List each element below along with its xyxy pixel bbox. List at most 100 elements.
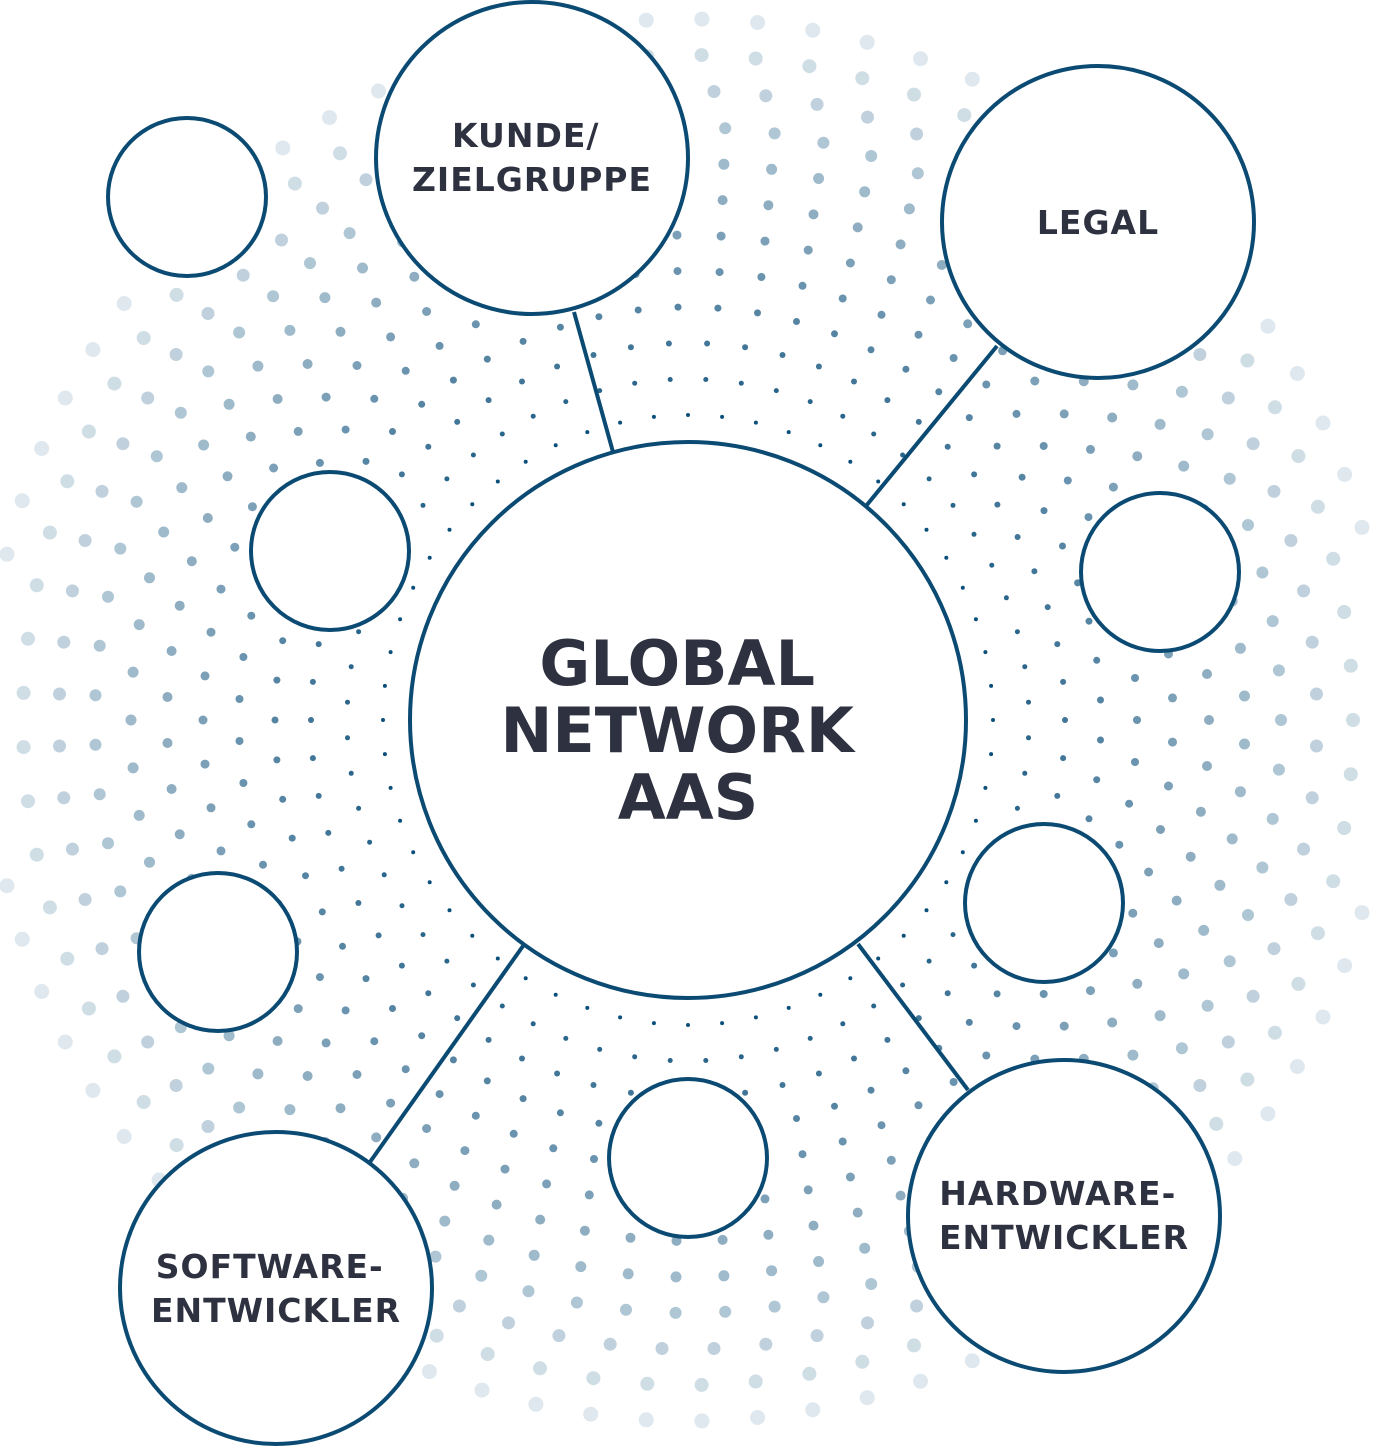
decorative-dot [944,555,949,560]
decorative-dot [495,479,500,484]
decorative-dot [57,390,73,406]
decorative-dot [763,1229,774,1240]
decorative-dot [475,1269,488,1282]
decorative-dot [1209,1116,1224,1131]
decorative-dot [944,990,951,997]
decorative-dot [910,1299,924,1313]
decorative-dot [867,346,875,354]
decorative-dot [1291,976,1306,991]
decorative-dot [1310,499,1325,514]
decorative-dot [522,1285,535,1298]
decorative-dot [1022,770,1028,776]
decorative-dot [993,990,1001,998]
decorative-dot [1234,786,1246,798]
decorative-dot [876,479,881,484]
decorative-dot [1326,874,1341,889]
decorative-dot [371,1132,382,1143]
decorative-dot [595,313,603,321]
decorative-dot [964,1353,980,1369]
decorative-dot [886,275,896,285]
decorative-dot [348,770,354,776]
decorative-dot [1164,781,1173,791]
decorative-dot [304,257,316,270]
decorative-dot [1256,861,1269,874]
decorative-dot [651,414,656,419]
decorative-dot [805,1402,821,1418]
decorative-dot [793,1115,800,1122]
decorative-dot [114,885,127,898]
decorative-dot [1074,579,1082,587]
decorative-dot [95,942,109,956]
decorative-dot [81,1001,96,1016]
empty-node [106,116,268,278]
legal-label: LEGAL [1037,203,1159,242]
decorative-dot [1223,955,1236,968]
decorative-dot [1289,1059,1305,1074]
decorative-dot [316,201,329,215]
decorative-dot [422,307,432,316]
decorative-dot [176,482,188,494]
decorative-dot [971,962,978,969]
decorative-dot [528,1396,544,1412]
decorative-dot [1026,699,1031,705]
decorative-dot [670,1271,682,1283]
decorative-dot [913,51,928,67]
decorative-dot [386,1098,396,1108]
decorative-dot [805,22,821,38]
center-label: GLOBAL NETWORK AAS [500,627,875,834]
decorative-dot [1346,713,1360,727]
decorative-dot [667,1058,673,1063]
decorative-dot [944,880,949,885]
decorative-dot [338,865,345,872]
decorative-dot [926,476,932,482]
decorative-dot [399,903,405,909]
decorative-dot [1239,738,1250,750]
decorative-dot [1246,437,1260,451]
decorative-dot [1289,366,1305,381]
decorative-dot [884,397,891,404]
decorative-dot [162,738,173,748]
decorative-dot [420,502,426,508]
decorative-dot [444,476,450,482]
decorative-dot [750,1410,766,1425]
decorative-dot [625,1232,636,1243]
decorative-dot [1343,658,1358,673]
decorative-dot [343,227,356,240]
decorative-dot [807,399,813,405]
decorative-dot [1044,604,1051,611]
decorative-dot [470,982,476,988]
decorative-dot [247,611,256,620]
kunde-label: KUNDE/ ZIELGRUPPE [412,116,652,199]
decorative-dot [1131,674,1139,682]
decorative-dot [595,1119,603,1127]
decorative-dot [1310,926,1325,941]
decorative-dot [907,1338,921,1353]
decorative-dot [748,51,763,66]
decorative-dot [470,933,475,938]
decorative-dot [638,1412,654,1428]
decorative-dot [895,1190,906,1201]
decorative-dot [371,83,386,99]
decorative-dot [272,1036,283,1046]
decorative-dot [949,1078,958,1086]
connector-legal [864,344,999,508]
decorative-dot [1221,1035,1235,1049]
decorative-dot [166,784,177,794]
decorative-dot [318,908,326,916]
decorative-dot [271,716,279,724]
decorative-dot [302,1071,313,1081]
decorative-dot [1168,737,1177,747]
node-software [118,1130,434,1446]
decorative-dot [674,303,682,311]
decorative-dot [549,1144,558,1153]
decorative-dot [707,85,721,98]
decorative-dot [1086,444,1095,454]
decorative-dot [669,1306,682,1319]
decorative-dot [1175,1042,1188,1055]
decorative-dot [14,493,30,509]
decorative-dot [216,846,226,856]
decorative-dot [302,359,313,369]
decorative-dot [1107,412,1118,423]
decorative-dot [279,795,287,803]
decorative-dot [807,1035,813,1041]
